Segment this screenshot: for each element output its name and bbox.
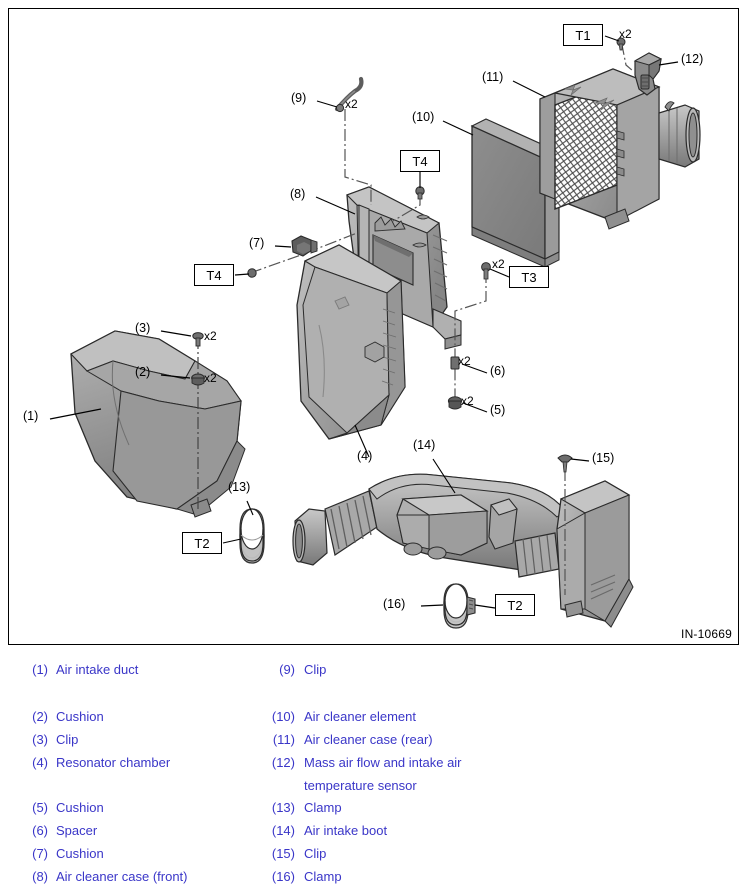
legend-num-9: (9) bbox=[279, 662, 295, 677]
diagram-artwork bbox=[49, 35, 701, 629]
legend-label-4: Resonator chamber bbox=[56, 755, 171, 770]
callout-1: (1) bbox=[23, 409, 39, 423]
torque-box-t2-right: T2 bbox=[495, 594, 535, 616]
callout-13: (13) bbox=[228, 480, 251, 494]
legend-label-8: Air cleaner case (front) bbox=[56, 869, 188, 884]
callout-8: (8) bbox=[290, 187, 306, 201]
icon-cushion-2 bbox=[191, 373, 205, 386]
qty-clip-3: x2 bbox=[204, 329, 217, 343]
icon-bolt-t1 bbox=[616, 37, 626, 51]
legend-label-6: Spacer bbox=[56, 823, 98, 838]
legend-num-6: (6) bbox=[32, 823, 48, 838]
legend-num-11: (11) bbox=[272, 732, 295, 747]
legend-num-3: (3) bbox=[32, 732, 48, 747]
diagram-frame: (1) (2) (3) (4) (5) (6) (7) (8) (9) (10)… bbox=[8, 8, 739, 645]
legend-num-15: (15) bbox=[271, 846, 295, 861]
part-air-intake-boot bbox=[292, 473, 634, 628]
icon-bolt-t3 bbox=[481, 262, 491, 280]
callout-15: (15) bbox=[592, 451, 615, 465]
callout-10: (10) bbox=[412, 110, 435, 124]
legend-label-12: Mass air flow and intake air bbox=[304, 755, 462, 770]
torque-box-t4-lower: T4 bbox=[194, 264, 234, 286]
qty-spacer-6: x2 bbox=[458, 354, 471, 368]
legend-num-10: (10) bbox=[271, 709, 295, 724]
qty-t3: x2 bbox=[492, 257, 505, 271]
icon-clip-9 bbox=[334, 76, 364, 113]
legend-label-1: Air intake duct bbox=[56, 662, 139, 677]
legend-num-8: (8) bbox=[32, 869, 48, 884]
leader-lines bbox=[49, 35, 679, 609]
part-resonator-chamber bbox=[296, 244, 406, 440]
callout-5: (5) bbox=[490, 403, 506, 417]
part-clamp-13 bbox=[239, 508, 265, 564]
legend-label-3: Clip bbox=[56, 732, 79, 747]
legend-label-2: Cushion bbox=[56, 709, 104, 724]
figure-id: IN-10669 bbox=[681, 627, 732, 641]
callout-4: (4) bbox=[357, 449, 373, 463]
axis-line-clip-9 bbox=[344, 109, 372, 205]
torque-box-t2-left: T2 bbox=[182, 532, 222, 554]
legend-label-16: Clamp bbox=[304, 869, 342, 884]
callout-3: (3) bbox=[135, 321, 151, 335]
legend-num-7: (7) bbox=[32, 846, 48, 861]
legend-num-1: (1) bbox=[32, 662, 48, 677]
part-air-cleaner-element bbox=[470, 118, 561, 268]
callout-6: (6) bbox=[490, 364, 506, 378]
icon-clip-15 bbox=[557, 454, 573, 473]
parts-legend: (1) Air intake duct (2) Cushion (3) Clip… bbox=[8, 652, 739, 884]
part-air-intake-duct bbox=[70, 330, 246, 518]
legend-label-11: Air cleaner case (rear) bbox=[304, 732, 433, 747]
icon-bolt-t4-lower bbox=[247, 268, 257, 278]
legend-num-14: (14) bbox=[271, 823, 295, 838]
qty-t1: x2 bbox=[619, 27, 632, 41]
callout-12: (12) bbox=[681, 52, 704, 66]
callout-14: (14) bbox=[413, 438, 436, 452]
qty-cushion-5: x2 bbox=[461, 394, 474, 408]
part-clamp-16 bbox=[443, 583, 476, 629]
legend-label-13: Clamp bbox=[304, 800, 342, 815]
qty-clip-9: x2 bbox=[345, 97, 358, 111]
part-air-cleaner-case-rear bbox=[539, 68, 701, 230]
icon-clip-3 bbox=[192, 332, 204, 347]
legend-label-12-cont: temperature sensor bbox=[304, 778, 417, 793]
legend-label-9: Clip bbox=[304, 662, 327, 677]
legend-label-10: Air cleaner element bbox=[304, 709, 416, 724]
icon-spacer-6 bbox=[450, 356, 460, 370]
callout-9: (9) bbox=[291, 91, 307, 105]
legend-label-5: Cushion bbox=[56, 800, 104, 815]
torque-box-t4-upper: T4 bbox=[400, 150, 440, 172]
callout-2: (2) bbox=[135, 365, 151, 379]
icon-cushion-5 bbox=[447, 396, 463, 410]
legend-label-14: Air intake boot bbox=[304, 823, 388, 838]
torque-box-t1: T1 bbox=[563, 24, 603, 46]
legend-num-16: (16) bbox=[271, 869, 295, 884]
icon-cushion-7 bbox=[291, 235, 318, 257]
part-maf-sensor bbox=[633, 52, 663, 96]
axis-line-t1 bbox=[621, 44, 634, 72]
icon-bolt-t4-upper bbox=[415, 186, 425, 200]
callout-11: (11) bbox=[482, 70, 504, 84]
legend-label-15: Clip bbox=[304, 846, 327, 861]
legend-num-12: (12) bbox=[271, 755, 295, 770]
legend-num-5: (5) bbox=[32, 800, 48, 815]
qty-cushion-2: x2 bbox=[204, 371, 217, 385]
legend-label-7: Cushion bbox=[56, 846, 104, 861]
callout-16: (16) bbox=[383, 597, 406, 611]
legend-num-13: (13) bbox=[271, 800, 295, 815]
legend-num-4: (4) bbox=[32, 755, 48, 770]
legend-num-2: (2) bbox=[32, 709, 48, 724]
torque-box-t3: T3 bbox=[509, 266, 549, 288]
callout-7: (7) bbox=[249, 236, 265, 250]
